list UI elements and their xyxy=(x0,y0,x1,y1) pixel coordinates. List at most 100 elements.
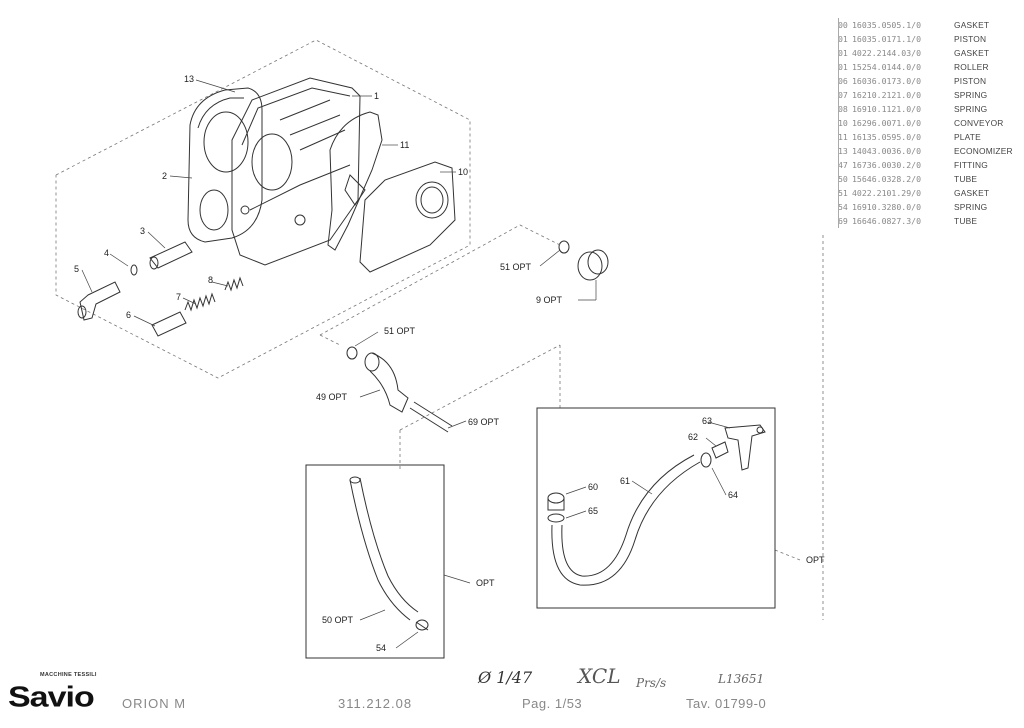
parts-code xyxy=(852,4,954,18)
callout-7: 7 xyxy=(176,292,181,302)
box-tube-61 xyxy=(536,407,776,609)
callout-8: 8 xyxy=(208,275,213,285)
parts-row: 01 16035.0171.1/0 PISTON xyxy=(838,32,1024,46)
fitting-62 xyxy=(711,441,729,459)
callout-11: 11 xyxy=(400,140,409,150)
callout-62: 62 xyxy=(688,432,698,442)
main-plate xyxy=(231,77,361,266)
tube-61 xyxy=(551,454,701,586)
parts-code: 15646.0328.2/0 xyxy=(852,174,922,184)
parts-desc: TUBE xyxy=(954,174,978,184)
callout-64: 64 xyxy=(728,490,738,500)
parts-desc: TUBE xyxy=(954,216,978,226)
parts-desc: SPRING xyxy=(954,202,988,212)
parts-pos: 50 xyxy=(838,174,848,184)
parts-code: 16135.0595.0/0 xyxy=(852,132,922,142)
parts-row: 50 15646.0328.2/0 TUBE xyxy=(838,172,1024,186)
parts-pos: 54 xyxy=(838,202,848,212)
callout-61: 61 xyxy=(620,476,630,486)
parts-list-rule xyxy=(838,18,839,228)
callout-1: 1 xyxy=(374,91,379,101)
parts-code: 16296.0071.0/0 xyxy=(852,118,922,128)
plate-11 xyxy=(327,111,383,251)
brand-logo: Savio xyxy=(8,680,95,714)
parts-row xyxy=(838,4,1024,18)
parts-desc: PISTON xyxy=(954,76,987,86)
spring-8 xyxy=(224,276,244,292)
callout-opt-right: OPT xyxy=(806,555,825,565)
footer-code: 311.212.08 xyxy=(338,696,413,711)
callout-4: 4 xyxy=(104,248,109,258)
part-63 xyxy=(724,424,766,471)
callout-49: 49 OPT xyxy=(316,392,348,402)
callout-opt-left: OPT xyxy=(476,578,495,588)
parts-row: 06 16036.0173.0/0 PISTON xyxy=(838,74,1024,88)
callout-60: 60 xyxy=(588,482,598,492)
economizer-frame xyxy=(187,87,263,243)
parts-pos: 06 xyxy=(838,76,848,86)
parts-desc: PISTON xyxy=(954,34,987,44)
part-9 xyxy=(577,249,609,281)
handwriting-3: Prs/s xyxy=(636,676,667,690)
callout-9: 9 OPT xyxy=(536,295,563,305)
parts-pos: 69 xyxy=(838,216,848,226)
parts-code: 16036.0173.0/0 xyxy=(852,76,922,86)
parts-row: 07 16210.2121.0/0 SPRING xyxy=(838,88,1024,102)
callout-65: 65 xyxy=(588,506,598,516)
tube-69 xyxy=(409,401,453,433)
parts-row: 47 16736.0030.2/0 FITTING xyxy=(838,158,1024,172)
callout-51-lower: 51 OPT xyxy=(384,326,416,336)
connect-frame xyxy=(319,224,824,620)
callout-51-top: 51 OPT xyxy=(500,262,532,272)
gasket-51-top xyxy=(558,240,570,254)
parts-desc: GASKET xyxy=(954,20,990,30)
parts-pos: 11 xyxy=(838,132,848,142)
parts-row: 69 16646.0827.3/0 TUBE xyxy=(838,214,1024,228)
spring-7 xyxy=(184,292,216,312)
parts-pos: 01 xyxy=(838,62,848,72)
callout-69: 69 OPT xyxy=(468,417,500,427)
footer-table: Tav. 01799-0 xyxy=(686,696,767,711)
piston-3 xyxy=(149,241,193,270)
parts-pos: 00 xyxy=(838,20,848,30)
callout-3: 3 xyxy=(140,226,145,236)
parts-code: 4022.2144.03/0 xyxy=(852,48,922,58)
fitting-49 xyxy=(364,352,409,413)
parts-pos: 51 xyxy=(838,188,848,198)
parts-desc: SPRING xyxy=(954,90,988,100)
parts-pos: 08 xyxy=(838,104,848,114)
leader-lines xyxy=(81,79,731,649)
parts-code: 16646.0827.3/0 xyxy=(852,216,922,226)
fitting-5 xyxy=(77,281,121,321)
parts-code: 16736.0030.2/0 xyxy=(852,160,922,170)
main-frame xyxy=(55,39,471,379)
callout-63: 63 xyxy=(702,416,712,426)
parts-desc: FITTING xyxy=(954,160,988,170)
gasket-51-lower xyxy=(346,346,358,360)
parts-pos: 07 xyxy=(838,90,848,100)
parts-desc: ECONOMIZER xyxy=(954,146,1013,156)
conveyor-10 xyxy=(359,161,456,273)
footer-model: ORION M xyxy=(122,696,187,711)
parts-code: 16035.0171.1/0 xyxy=(852,34,922,44)
callout-10: 10 xyxy=(458,167,468,177)
parts-row: 51 4022.2101.29/0 GASKET xyxy=(838,186,1024,200)
parts-code: 16035.0505.1/0 xyxy=(852,20,922,30)
gasket-64 xyxy=(700,452,712,468)
gasket-4 xyxy=(130,264,138,276)
parts-code: 14043.0036.0/0 xyxy=(852,146,922,156)
parts-pos: 47 xyxy=(838,160,848,170)
callout-50: 50 OPT xyxy=(322,615,354,625)
parts-code: 4022.2101.29/0 xyxy=(852,188,922,198)
box-tube-50 xyxy=(305,464,445,659)
parts-desc: GASKET xyxy=(954,188,990,198)
parts-pos: 01 xyxy=(838,34,848,44)
parts-code: 16210.2121.0/0 xyxy=(852,90,922,100)
tube-50 xyxy=(349,476,419,621)
parts-row: 00 16035.0505.1/0 GASKET xyxy=(838,18,1024,32)
